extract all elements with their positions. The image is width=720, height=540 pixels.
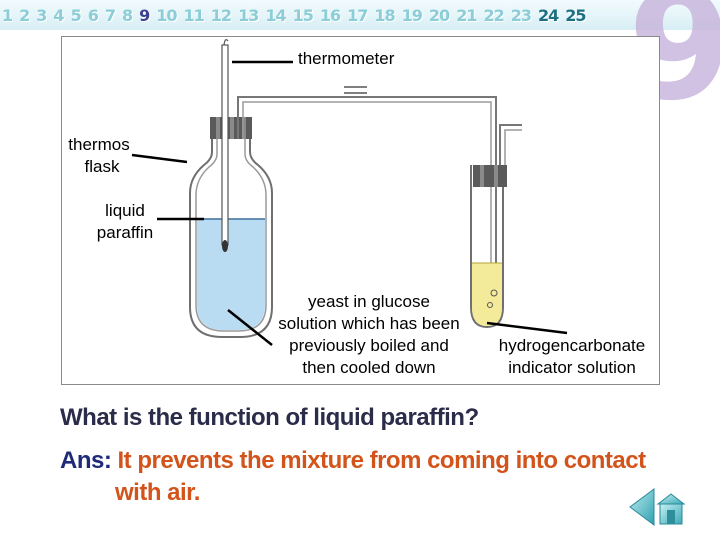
thermometer-stem xyxy=(221,44,229,246)
slide-number-link[interactable]: 4 xyxy=(53,5,64,25)
indicator-label-line1: hydrogencarbonate xyxy=(498,336,646,355)
yeast-label-line1: yeast in glucose xyxy=(308,292,430,311)
thermos-flask-label-line2: flask xyxy=(84,157,120,176)
thermos-flask-outline xyxy=(189,121,273,338)
slide-number-link[interactable]: 22 xyxy=(483,5,504,25)
yeast-solution-label: yeast in glucose solution which has been… xyxy=(269,291,469,379)
slide-number-link[interactable]: 7 xyxy=(104,5,116,25)
slide-number-link[interactable]: 8 xyxy=(121,5,133,25)
slide-number-link[interactable]: 24 xyxy=(537,5,559,25)
yeast-solution-pointer xyxy=(227,309,273,346)
yeast-label-line4: then cooled down xyxy=(302,358,436,377)
thermos-flask-inner-wall xyxy=(195,121,267,332)
slide-number-link[interactable]: 10 xyxy=(156,5,177,25)
gas-bubble xyxy=(490,289,498,297)
slide-number-link[interactable]: 16 xyxy=(319,5,341,25)
previous-slide-button[interactable] xyxy=(628,487,656,527)
slide-number-link[interactable]: 3 xyxy=(36,5,47,25)
slide-number-link[interactable]: 1 xyxy=(2,5,13,25)
question-text: What is the function of liquid paraffin? xyxy=(60,404,479,431)
apparatus-diagram xyxy=(131,39,568,346)
liquid-paraffin-label-line1: liquid xyxy=(105,201,145,220)
slide-number-link[interactable]: 13 xyxy=(238,5,259,25)
indicator-solution xyxy=(472,263,502,326)
thermos-flask-label-line1: thermos xyxy=(68,135,130,154)
triangle-left-icon xyxy=(629,488,655,526)
slide-number-link[interactable]: 5 xyxy=(70,5,82,25)
slide-number-link[interactable]: 18 xyxy=(374,5,395,25)
slide-number-link[interactable]: 19 xyxy=(401,5,423,25)
slide-number-link[interactable]: 20 xyxy=(428,5,450,25)
yeast-label-line2: solution which has been xyxy=(278,314,460,333)
diagram-panel: thermometer thermos flask liquid paraffi… xyxy=(61,36,660,385)
slide-number-link[interactable]: 11 xyxy=(183,5,205,25)
slide-number-link[interactable]: 12 xyxy=(210,5,232,25)
slide-number-link[interactable]: 15 xyxy=(292,5,314,25)
slide-number-link[interactable]: 14 xyxy=(265,5,286,25)
slide-number-link[interactable]: 17 xyxy=(347,5,368,25)
thermos-flask-pointer xyxy=(131,153,188,164)
indicator-pointer xyxy=(486,321,568,335)
thermometer-label: thermometer xyxy=(298,49,395,68)
answer-line2: with air. xyxy=(115,479,200,506)
slide-number-link[interactable]: 25 xyxy=(565,5,586,25)
liquid-paraffin-label-line2: paraffin xyxy=(96,223,154,242)
thermometer-bulb xyxy=(222,240,228,252)
slide-number-link[interactable]: 9 xyxy=(139,5,150,25)
answer-line1: It prevents the mixture from coming into… xyxy=(117,447,647,474)
slide-number-link[interactable]: 2 xyxy=(19,5,30,25)
delivery-tube xyxy=(237,96,497,287)
liquid-paraffin-label: liquid paraffin xyxy=(90,200,160,244)
gas-bubble xyxy=(487,302,493,308)
home-button[interactable] xyxy=(656,492,686,526)
slide-number-link[interactable]: 23 xyxy=(510,5,532,25)
answer-prefix: Ans: xyxy=(60,447,112,474)
thermos-flask-label: thermos flask xyxy=(64,134,134,178)
home-icon xyxy=(656,493,686,525)
yeast-glucose-liquid xyxy=(197,219,265,330)
slide-number-link[interactable]: 6 xyxy=(87,5,99,25)
indicator-solution-label: hydrogencarbonate indicator solution xyxy=(487,335,657,379)
indicator-label-line2: indicator solution xyxy=(508,358,636,377)
yeast-label-line3: previously boiled and xyxy=(289,336,449,355)
test-tube-outline xyxy=(470,165,504,329)
test-tube-stopper xyxy=(473,165,507,187)
answer-block: Ans: It prevents the mixture from coming… xyxy=(60,445,680,509)
slide-number-link[interactable]: 21 xyxy=(456,5,477,25)
